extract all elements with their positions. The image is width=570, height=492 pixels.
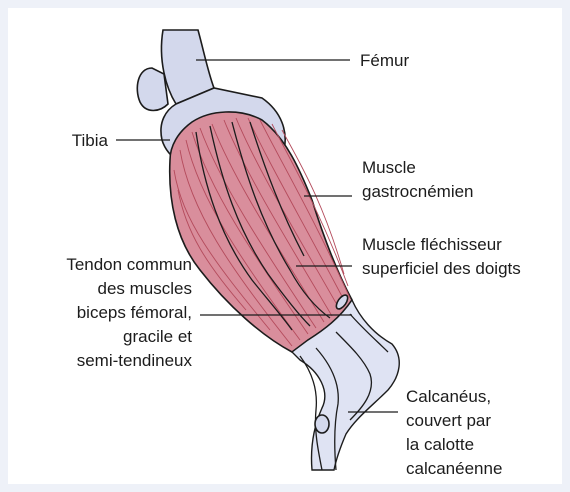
tibia-label: Tibia	[72, 131, 109, 150]
common-tendon-label-line-5: semi-tendineux	[77, 351, 193, 370]
calcaneus-label-line-1: Calcanéus,	[406, 387, 491, 406]
calcaneal-cap-oval	[315, 415, 329, 433]
calcaneus-label-line-3: la calotte	[406, 435, 474, 454]
common-tendon-label-line-2: des muscles	[98, 279, 192, 298]
gastrocnemius-label-line-1: Muscle	[362, 158, 416, 177]
gastrocnemius-label-line-2: gastrocnémien	[362, 182, 474, 201]
common-tendon-label-line-3: biceps fémoral,	[77, 303, 192, 322]
femur-label: Fémur	[360, 51, 409, 70]
calcaneus-label-line-4: calcanéenne	[406, 459, 502, 478]
flexor-label-line-2: superficiel des doigts	[362, 259, 521, 278]
common-tendon-label-line-1: Tendon commun	[66, 255, 192, 274]
femoral-condyle-shape	[137, 68, 168, 111]
common-tendon-label-line-4: gracile et	[123, 327, 192, 346]
flexor-label-line-1: Muscle fléchisseur	[362, 235, 502, 254]
calcaneus-label-line-2: couvert par	[406, 411, 491, 430]
